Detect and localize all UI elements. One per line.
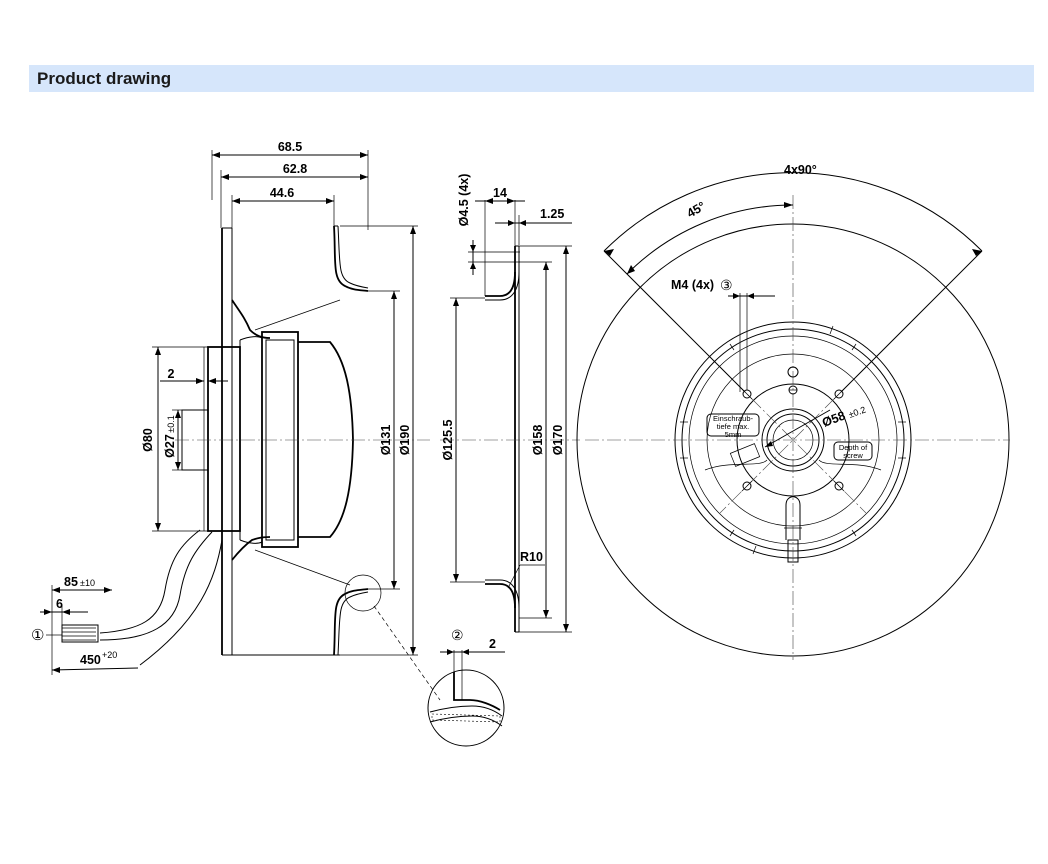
- dim-dia-27-tol: ±0.1: [166, 415, 176, 432]
- dim-detail-2: 2: [489, 637, 496, 651]
- svg-text:tiefe max.: tiefe max.: [717, 422, 750, 431]
- dim-angle-45: 45°: [685, 199, 708, 221]
- marker-1: ①: [31, 627, 44, 644]
- svg-text:±10: ±10: [80, 578, 95, 588]
- note-screw-depth-en: Depth of screw: [833, 441, 873, 461]
- dim-68-5: 68.5: [278, 140, 302, 154]
- marker-2: ②: [451, 627, 464, 643]
- dim-cable-85: 85 ±10: [64, 575, 95, 589]
- dim-angle-4x90: 4x90°: [784, 163, 817, 177]
- svg-text:85: 85: [64, 575, 78, 589]
- dim-dia-27: Ø27: [163, 434, 177, 458]
- dim-44-6: 44.6: [270, 186, 294, 200]
- dim-1-25: 1.25: [540, 207, 564, 221]
- dim-cable-450: 450 +20: [80, 650, 117, 667]
- dim-14: 14: [493, 186, 507, 200]
- dim-hole-4-5: Ø4.5 (4x): [457, 174, 471, 227]
- section-header: Product drawing: [29, 65, 1034, 92]
- svg-text:450: 450: [80, 653, 101, 667]
- dim-62-8: 62.8: [283, 162, 307, 176]
- dim-dia-58: Ø58: [820, 409, 847, 430]
- svg-text:Depth of: Depth of: [839, 443, 868, 452]
- thread-label: M4 (4x): [671, 278, 714, 292]
- dim-cable-6: 6: [56, 597, 63, 611]
- dim-dia-58-tol: ±0.2: [847, 405, 867, 420]
- dim-r10: R10: [520, 550, 543, 564]
- marker-3: ③: [720, 277, 733, 293]
- svg-text:5mm: 5mm: [725, 430, 742, 439]
- section-view: 14 1.25 Ø4.5 (4x) Ø125.5 Ø158: [440, 174, 580, 633]
- note-screw-depth-de: Einschraub- tiefe max. 5mm: [706, 413, 760, 439]
- svg-text:+20: +20: [102, 650, 117, 660]
- front-view: 4x90° 45° M4 (4x) ③ Ø58 ±0.2: [576, 163, 1010, 660]
- side-view: 68.5 62.8 44.6: [31, 140, 505, 747]
- section-title: Product drawing: [37, 69, 172, 88]
- dim-dia-80: Ø80: [141, 428, 155, 452]
- svg-text:Einschraub-: Einschraub-: [713, 414, 754, 423]
- dim-offset-2: 2: [168, 367, 175, 381]
- svg-text:screw: screw: [843, 451, 863, 460]
